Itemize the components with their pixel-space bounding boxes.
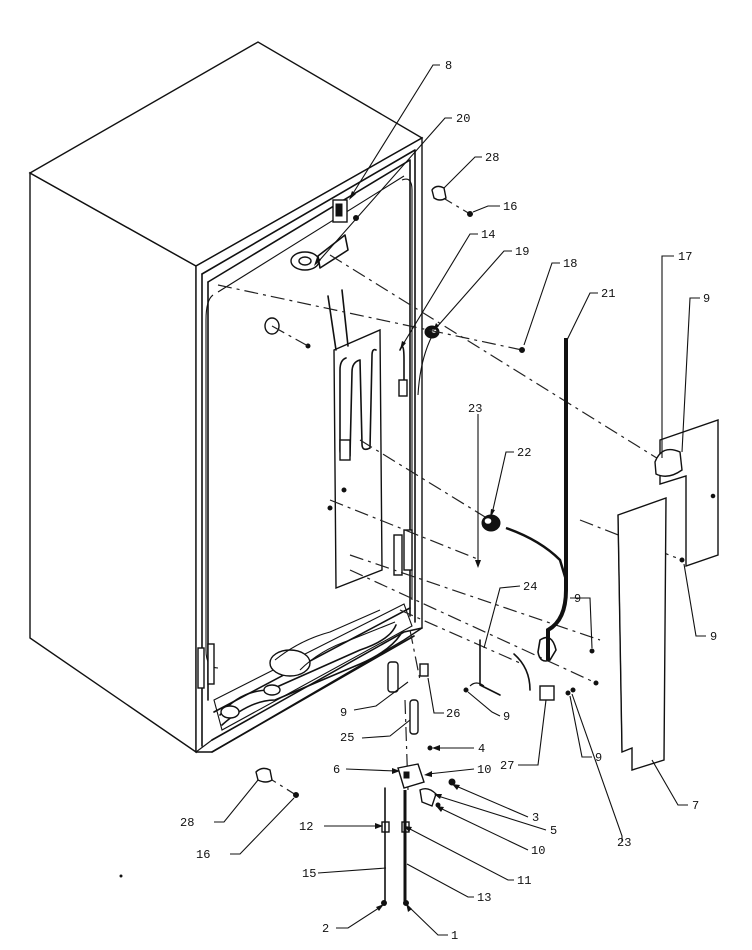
callout-2: 2 <box>322 922 329 936</box>
callout-16: 16 <box>503 200 517 214</box>
callout-28: 28 <box>485 151 499 165</box>
callout-25: 25 <box>340 731 354 745</box>
callout-9: 9 <box>710 630 717 644</box>
callout-10: 10 <box>531 844 545 858</box>
callout-21: 21 <box>601 287 615 301</box>
callout-9: 9 <box>340 706 347 720</box>
callout-27: 27 <box>500 759 514 773</box>
valve-assembly <box>381 661 456 906</box>
callout-13: 13 <box>477 891 491 905</box>
part-7-lower-panel <box>617 497 667 771</box>
callout-10: 10 <box>477 763 491 777</box>
callout-3: 3 <box>532 811 539 825</box>
callout-1: 1 <box>451 929 458 943</box>
part-3-nut <box>448 778 456 786</box>
callout-9: 9 <box>503 710 510 724</box>
callout-15: 15 <box>302 867 316 881</box>
part-28-top <box>431 185 473 217</box>
compressor <box>269 649 311 677</box>
callout-18: 18 <box>563 257 577 271</box>
evaporator-coil <box>327 289 413 590</box>
callout-5: 5 <box>550 824 557 838</box>
callout-28: 28 <box>180 816 194 830</box>
callout-20: 20 <box>456 112 470 126</box>
compressor-compartment <box>213 603 413 731</box>
part-27-clip <box>539 685 555 701</box>
callout-9: 9 <box>574 592 581 606</box>
part-25-hose <box>387 661 399 693</box>
part-24-drain-assy <box>469 636 557 701</box>
part-5-solenoid <box>419 787 437 807</box>
cabinet-left-side <box>29 171 197 754</box>
part-2-clip <box>381 900 387 906</box>
cabinet-body <box>28 41 424 754</box>
part-8-bracket <box>290 199 359 271</box>
callout-16: 16 <box>196 848 210 862</box>
back-rim-inner <box>201 149 416 623</box>
evaporator-plate <box>333 328 383 590</box>
callout-labels: 8 20 28 16 14 19 18 21 17 9 23 22 24 9 9… <box>180 59 717 943</box>
callout-7: 7 <box>692 799 699 813</box>
callout-9: 9 <box>595 751 602 765</box>
part-21-condenser-tube <box>505 338 568 660</box>
callout-26: 26 <box>446 707 460 721</box>
compressor-foot <box>220 705 240 719</box>
callout-22: 22 <box>517 446 531 460</box>
callout-14: 14 <box>481 228 495 242</box>
callout-leaders <box>214 64 706 936</box>
callout-12: 12 <box>299 820 313 834</box>
part-22-coil <box>481 514 501 532</box>
callout-6: 6 <box>333 763 340 777</box>
callout-19: 19 <box>515 245 529 259</box>
callout-23: 23 <box>468 402 482 416</box>
callout-9: 9 <box>703 292 710 306</box>
callout-11: 11 <box>517 874 531 888</box>
part-6-valve-body <box>397 763 425 789</box>
callout-4: 4 <box>478 742 485 756</box>
callout-8: 8 <box>445 59 452 73</box>
callout-17: 17 <box>678 250 692 264</box>
callout-23: 23 <box>617 836 631 850</box>
part-4-screw <box>427 745 433 751</box>
part-26-fitting <box>419 663 429 677</box>
part-28-bottom <box>255 767 299 798</box>
part-18-screw <box>519 347 525 353</box>
screws-9 <box>463 557 685 696</box>
part-17-grommet <box>654 448 683 477</box>
callout-24: 24 <box>523 580 537 594</box>
